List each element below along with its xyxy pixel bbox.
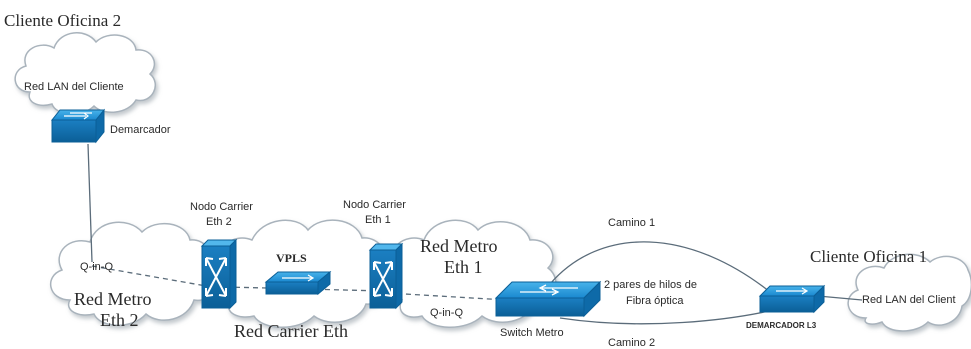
nodo-carrier-eth2-icon (200, 238, 238, 310)
qinq-left-label: Q-in-Q (80, 261, 113, 273)
vpls-switch-icon (264, 270, 332, 296)
lan-left-label: Red LAN del Cliente (24, 81, 124, 93)
red-metro-eth2-label-1: Red Metro (74, 289, 151, 309)
link-qinq-left (91, 265, 213, 288)
fiber-label-2: Fibra óptica (626, 295, 684, 307)
title-client-office-2: Cliente Oficina 2 (4, 11, 121, 30)
qinq-right-label: Q-in-Q (430, 307, 463, 319)
link-camino-1 (549, 241, 776, 297)
demarcador-l3-switch-icon (758, 284, 826, 314)
link-demarcador-to-metro (87, 143, 93, 263)
red-metro-eth1-label-2: Eth 1 (444, 257, 483, 277)
nodo-carrier-eth1-icon (368, 242, 404, 310)
cloud-lan-right (847, 253, 971, 332)
link-demarcador-l3-to-lan (817, 295, 863, 301)
switch-metro-icon (494, 280, 602, 318)
demarcador-switch-icon (50, 108, 106, 144)
switch-metro-label: Switch Metro (500, 327, 564, 339)
red-carrier-eth-label: Red Carrier Eth (234, 321, 348, 341)
nodo-carrier-eth2-label-1: Nodo Carrier (190, 201, 253, 213)
camino-1-label: Camino 1 (608, 217, 655, 229)
vpls-label: VPLS (276, 251, 307, 265)
demarcador-l3-label: DEMARCADOR L3 (746, 321, 817, 330)
cloud-lan-left (14, 32, 156, 115)
nodo-carrier-eth1-label-2: Eth 1 (365, 214, 391, 226)
nodo-carrier-eth2-label-2: Eth 2 (206, 216, 232, 228)
red-metro-eth1-label-1: Red Metro (420, 236, 497, 256)
fiber-label-1: 2 pares de hilos de (604, 279, 697, 291)
link-qinq-right (387, 292, 507, 301)
red-metro-eth2-label-2: Eth 2 (100, 310, 139, 330)
lan-right-label: Red LAN del Client (862, 294, 956, 306)
demarcador-label: Demarcador (110, 124, 171, 136)
camino-2-label: Camino 2 (608, 337, 655, 349)
title-client-office-1: Cliente Oficina 1 (810, 247, 927, 266)
nodo-carrier-eth1-label-1: Nodo Carrier (343, 199, 406, 211)
